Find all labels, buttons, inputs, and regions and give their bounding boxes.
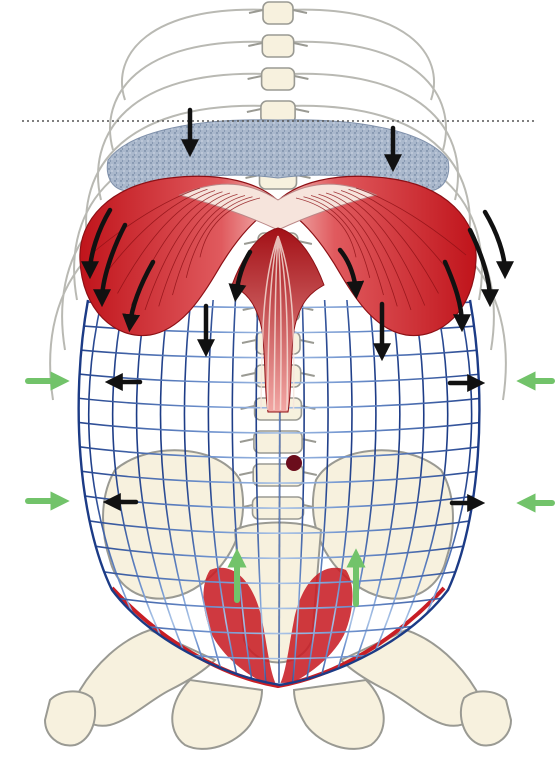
vertebra <box>263 2 293 24</box>
arrow-down-icon <box>485 212 505 272</box>
vertebra <box>254 431 302 453</box>
right-femur-head <box>461 691 511 745</box>
vertebra <box>262 35 293 57</box>
right-rib <box>288 10 434 100</box>
left-rib <box>122 10 268 100</box>
left-pubic-bone <box>172 680 262 749</box>
left-femur-head <box>45 691 95 745</box>
right-pubic-bone <box>294 680 384 749</box>
center-of-mass-dot <box>286 455 302 471</box>
vertebra <box>262 68 295 90</box>
